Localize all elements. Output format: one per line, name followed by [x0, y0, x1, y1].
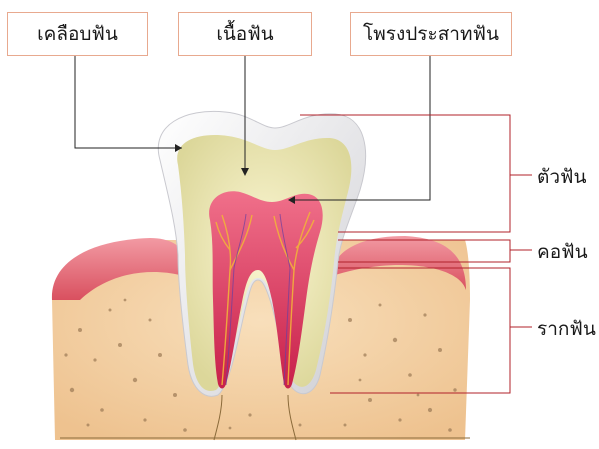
pulp-label: โพรงประสาทฟัน	[350, 12, 512, 56]
root-label: รากฟัน	[537, 314, 596, 344]
crown-label: ตัวฟัน	[537, 162, 586, 192]
enamel-label: เคลือบฟัน	[7, 12, 148, 56]
neck-label: คอฟัน	[537, 237, 588, 267]
dentin-label: เนื้อฟัน	[178, 12, 312, 56]
